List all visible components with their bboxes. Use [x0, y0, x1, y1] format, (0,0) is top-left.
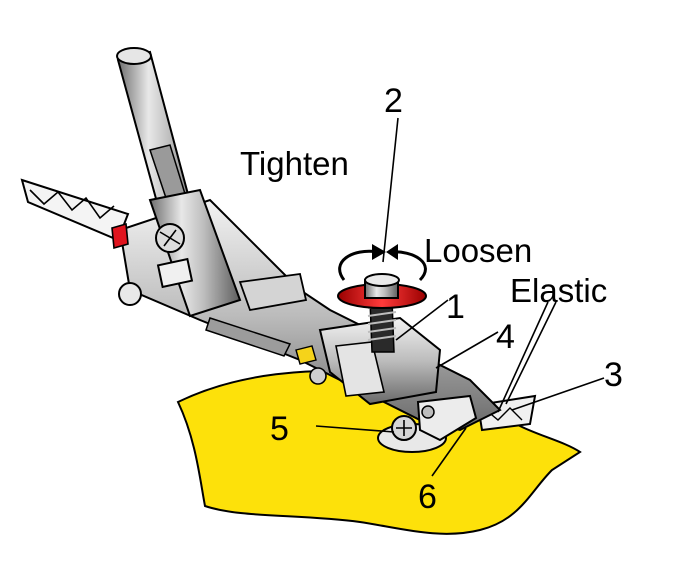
label-1: 1 [446, 288, 465, 326]
leader-4 [435, 331, 499, 369]
label-elastic: Elastic [510, 272, 607, 309]
label-2: 2 [384, 82, 403, 120]
leader-3 [511, 377, 605, 411]
guide-roller [377, 415, 447, 453]
label-3: 3 [604, 356, 623, 394]
guide-plate [416, 394, 478, 442]
leader-2 [382, 117, 399, 263]
label-4: 4 [496, 318, 515, 356]
label-5: 5 [270, 410, 289, 448]
leader-5 [315, 425, 395, 433]
tension-screw [337, 273, 427, 353]
guide-bracket [295, 316, 442, 406]
leader-6 [431, 427, 467, 477]
label-tighten: Tighten [240, 145, 349, 182]
label-6: 6 [418, 478, 437, 516]
label-loosen: Loosen [424, 232, 532, 269]
loosen-arrow [386, 244, 427, 282]
tighten-arrow [338, 244, 386, 281]
leader-1 [395, 299, 449, 341]
leader-elastic-a [497, 301, 549, 413]
leader-elastic-b [505, 301, 557, 405]
